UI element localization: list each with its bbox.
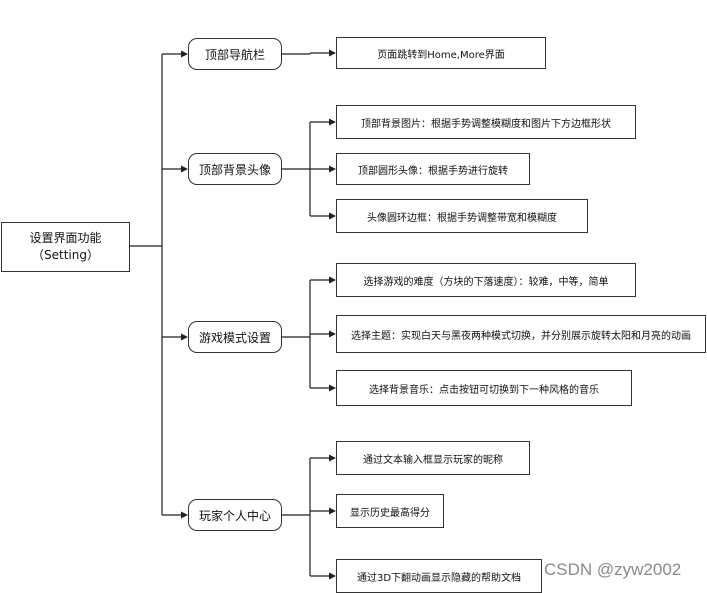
category-node-game-mode: 游戏模式设置 bbox=[188, 321, 282, 353]
leaf-label: 通过文本输入框显示玩家的昵称 bbox=[363, 454, 503, 466]
leaf-node: 选择游戏的难度（方块的下落速度）：较难，中等，简单 bbox=[336, 263, 636, 297]
leaf-node: 顶部圆形头像：根据手势进行旋转 bbox=[336, 153, 530, 185]
category-label: 顶部导航栏 bbox=[204, 47, 265, 62]
arrowhead-icon bbox=[329, 572, 336, 580]
arrowhead-icon bbox=[329, 454, 336, 462]
leaf-node: 顶部背景图片：根据手势调整模糊度和图片下方边框形状 bbox=[336, 105, 636, 139]
leaf-label: 选择游戏的难度（方块的下落速度）：较难，中等，简单 bbox=[363, 276, 609, 288]
leaf-label: 顶部背景图片：根据手势调整模糊度和图片下方边框形状 bbox=[361, 118, 611, 130]
arrowhead-icon bbox=[329, 212, 336, 220]
arrowhead-icon bbox=[181, 511, 188, 519]
leaf-node: 页面跳转到Home,More界面 bbox=[336, 37, 546, 69]
root-sublabel: （Setting） bbox=[32, 248, 99, 262]
category-label: 玩家个人中心 bbox=[198, 508, 271, 523]
arrowhead-icon bbox=[181, 50, 188, 58]
leaf-label: 页面跳转到Home,More界面 bbox=[377, 49, 505, 61]
leaf-label: 头像圆环边框：根据手势调整带宽和模糊度 bbox=[367, 212, 557, 224]
leaf-node: 头像圆环边框：根据手势调整带宽和模糊度 bbox=[336, 199, 588, 233]
leaf-node: 通过文本输入框显示玩家的昵称 bbox=[336, 441, 530, 475]
leaf-node: 选择背景音乐：点击按钮可切换到下一种风格的音乐 bbox=[336, 370, 632, 406]
arrowhead-icon bbox=[329, 118, 336, 126]
category-label: 游戏模式设置 bbox=[198, 330, 271, 345]
root-label: 设置界面功能 bbox=[29, 231, 102, 245]
arrowhead-icon bbox=[329, 330, 336, 338]
leaf-node: 显示历史最高得分 bbox=[336, 494, 444, 528]
root-node: 设置界面功能 （Setting） bbox=[1, 222, 130, 272]
arrowhead-icon bbox=[329, 49, 336, 57]
leaf-label: 显示历史最高得分 bbox=[350, 507, 430, 519]
leaf-node: 通过3D下翻动画显示隐藏的帮助文档 bbox=[336, 559, 542, 593]
arrowhead-icon bbox=[329, 276, 336, 284]
arrowhead-icon bbox=[329, 507, 336, 515]
category-label: 顶部背景头像 bbox=[198, 162, 271, 177]
watermark-text: CSDN @zyw2002 bbox=[544, 560, 682, 579]
category-node-top-background: 顶部背景头像 bbox=[188, 153, 282, 185]
category-node-top-nav: 顶部导航栏 bbox=[188, 38, 282, 70]
arrowhead-icon bbox=[181, 165, 188, 173]
leaf-node: 选择主题：实现白天与黑夜两种模式切换，并分别展示旋转太阳和月亮的动画 bbox=[336, 315, 706, 353]
leaf-label: 选择主题：实现白天与黑夜两种模式切换，并分别展示旋转太阳和月亮的动画 bbox=[351, 330, 691, 342]
leaf-label: 顶部圆形头像：根据手势进行旋转 bbox=[358, 165, 508, 177]
leaf-label: 通过3D下翻动画显示隐藏的帮助文档 bbox=[356, 572, 522, 584]
arrowhead-icon bbox=[181, 333, 188, 341]
arrowhead-icon bbox=[329, 165, 336, 173]
category-node-player-center: 玩家个人中心 bbox=[188, 499, 282, 531]
arrowhead-icon bbox=[329, 384, 336, 392]
leaf-label: 选择背景音乐：点击按钮可切换到下一种风格的音乐 bbox=[369, 384, 599, 396]
